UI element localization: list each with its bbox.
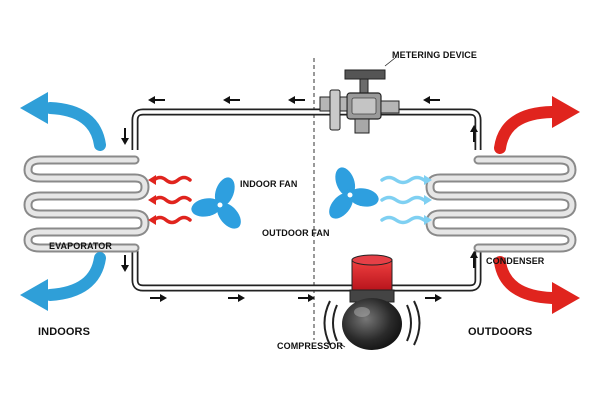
flow-arrow-icon — [121, 255, 129, 272]
evaporator-coil-icon — [23, 155, 150, 253]
outdoor-fan-label: OUTDOOR FAN — [262, 228, 330, 238]
flow-arrow-icon — [121, 128, 129, 145]
indoor-curved-arrow-bottom-icon — [20, 252, 106, 311]
flow-arrow-icon — [228, 294, 245, 302]
flow-arrow-icon — [288, 96, 305, 104]
outdoor-fan-icon — [329, 167, 379, 219]
flow-arrow-icon — [148, 96, 165, 104]
compressor-icon — [323, 254, 421, 350]
outdoors-label: OUTDOORS — [468, 326, 533, 338]
condenser-coil-icon — [425, 155, 577, 253]
flow-arrow-icon — [298, 294, 315, 302]
cool-airflow-icon — [380, 175, 432, 225]
flow-arrow-icon — [223, 96, 240, 104]
flow-arrow-icon — [423, 96, 440, 104]
indoor-curved-arrow-top-icon — [20, 92, 106, 151]
flow-arrow-icon — [470, 251, 478, 268]
expansion-valve-icon — [319, 57, 400, 134]
outdoor-curved-arrow-top-icon — [494, 96, 580, 154]
indoor-fan-label: INDOOR FAN — [240, 179, 298, 189]
evaporator-label: EVAPORATOR — [49, 241, 113, 251]
compressor-label: COMPRESSOR — [277, 341, 344, 351]
flow-arrow-icon — [425, 294, 442, 302]
metering-device-label: METERING DEVICE — [392, 50, 478, 60]
flow-arrow-icon — [470, 125, 478, 142]
indoor-fan-icon — [191, 177, 241, 229]
warm-airflow-icon — [148, 175, 192, 225]
indoors-label: INDOORS — [38, 326, 91, 338]
flow-arrows — [121, 96, 478, 302]
flow-arrow-icon — [150, 294, 167, 302]
condenser-label: CONDENSER — [486, 256, 545, 266]
outdoor-curved-arrow-bottom-icon — [494, 256, 580, 314]
